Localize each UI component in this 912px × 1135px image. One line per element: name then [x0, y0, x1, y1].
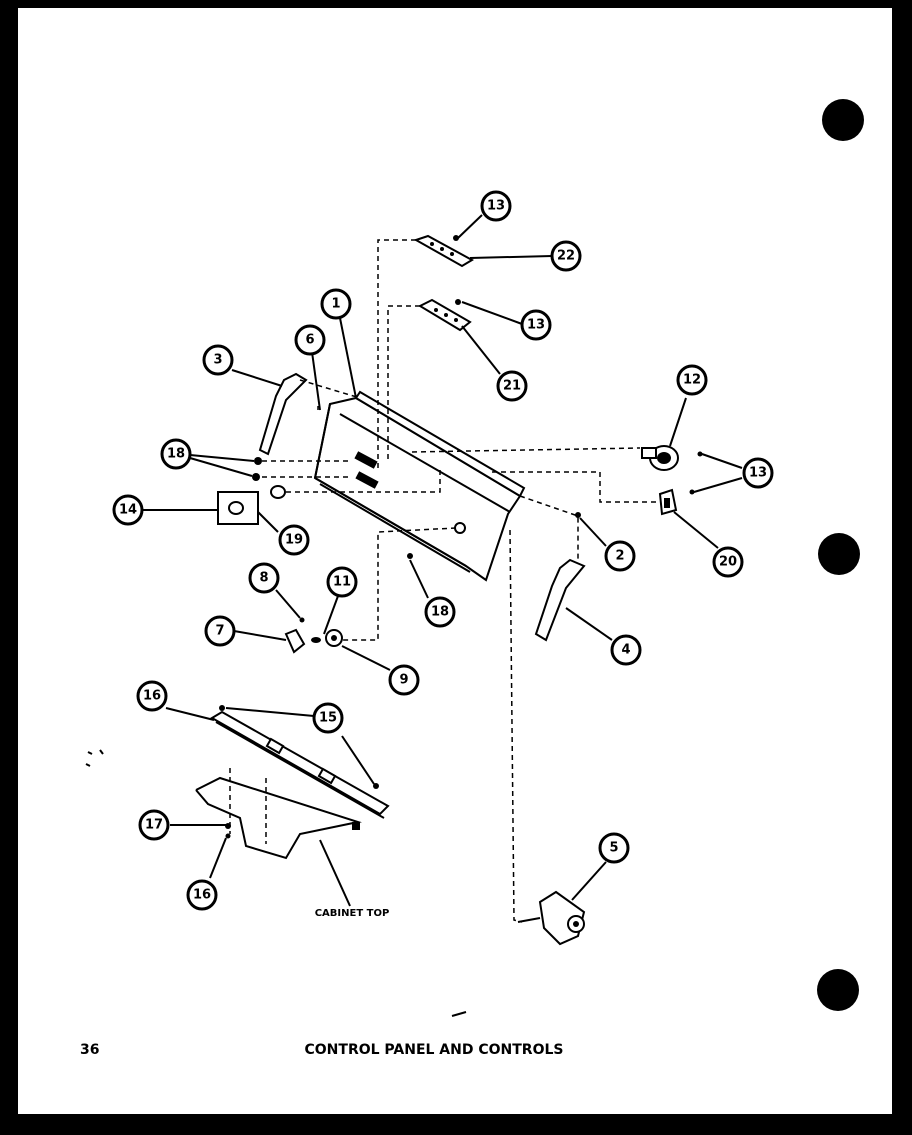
callout-18: 18 [424, 596, 456, 628]
svg-text:7: 7 [215, 624, 224, 639]
callout-20: 20 [712, 546, 744, 578]
screw-part [455, 299, 461, 305]
callout-3: 3 [202, 344, 234, 376]
callout-9: 9 [388, 664, 420, 696]
svg-text:14: 14 [119, 503, 137, 518]
callout-5: 5 [598, 832, 630, 864]
callout-18: 18 [160, 438, 192, 470]
stray-marks [85, 749, 104, 767]
svg-text:21: 21 [503, 379, 521, 394]
svg-text:15: 15 [319, 711, 337, 726]
page-number: 36 [80, 1042, 99, 1058]
screw-part [453, 235, 459, 241]
screw-part [254, 457, 262, 465]
svg-text:13: 13 [527, 318, 545, 333]
callout-12: 12 [676, 364, 708, 396]
svg-text:13: 13 [749, 466, 767, 481]
callout-1: 1 [320, 288, 352, 320]
trim-strip-part [210, 705, 390, 819]
motor-part [517, 890, 586, 946]
right-end-cap-part [534, 558, 586, 642]
callout-11: 11 [326, 566, 358, 598]
svg-text:19: 19 [285, 533, 303, 548]
svg-text:22: 22 [557, 249, 575, 264]
callout-6: 6 [294, 324, 326, 356]
callout-21: 21 [496, 370, 528, 402]
page-caption: CONTROL PANEL AND CONTROLS [305, 1042, 564, 1058]
callout-22: 22 [550, 240, 582, 272]
callout-13: 13 [742, 457, 774, 489]
svg-text:16: 16 [193, 888, 211, 903]
callout-2: 2 [604, 540, 636, 572]
paper-sheet [18, 8, 892, 1114]
cabinet-top-part [195, 768, 362, 860]
bracket-22-part [413, 234, 475, 268]
svg-text:13: 13 [487, 199, 505, 214]
svg-text:5: 5 [609, 841, 618, 856]
svg-text:9: 9 [399, 673, 408, 688]
callout-19: 19 [278, 524, 310, 556]
screw-part [407, 553, 413, 559]
svg-text:18: 18 [431, 605, 449, 620]
callout-14: 14 [112, 494, 144, 526]
bracket-22-detail [430, 242, 454, 256]
svg-text:18: 18 [167, 447, 185, 462]
svg-text:20: 20 [719, 555, 737, 570]
control-panel-part [313, 390, 526, 582]
svg-text:3: 3 [213, 353, 222, 368]
svg-text:17: 17 [145, 818, 163, 833]
grommet-part [270, 485, 286, 499]
grommet-part [454, 522, 466, 534]
bracket-21-detail [434, 308, 458, 322]
cabinet-top-label: CABINET TOP [315, 908, 390, 919]
callout-13: 13 [480, 190, 512, 222]
callout-15: 15 [312, 702, 344, 734]
thermostat-part [641, 445, 703, 471]
callout-16: 16 [136, 680, 168, 712]
callout-17: 17 [138, 809, 170, 841]
callout-8: 8 [248, 562, 280, 594]
left-end-cap-part [258, 372, 308, 456]
svg-text:16: 16 [143, 689, 161, 704]
svg-text:11: 11 [333, 575, 351, 590]
callout-13: 13 [520, 309, 552, 341]
clip-part [575, 512, 581, 518]
switch-part [658, 488, 695, 516]
binder-hole [822, 99, 864, 141]
stray-mark [451, 1011, 467, 1017]
svg-text:4: 4 [621, 643, 630, 658]
screw-part [252, 473, 260, 481]
svg-text:12: 12 [683, 373, 701, 388]
knob-assembly-part [284, 617, 343, 654]
svg-text:2: 2 [615, 549, 624, 564]
callout-7: 7 [204, 615, 236, 647]
svg-text:1: 1 [331, 297, 340, 312]
binder-hole [818, 533, 860, 575]
svg-text:6: 6 [305, 333, 314, 348]
svg-text:8: 8 [259, 571, 268, 586]
callout-4: 4 [610, 634, 642, 666]
binder-hole [817, 969, 859, 1011]
callout-16: 16 [186, 879, 218, 911]
terminal-block-part [217, 491, 259, 525]
